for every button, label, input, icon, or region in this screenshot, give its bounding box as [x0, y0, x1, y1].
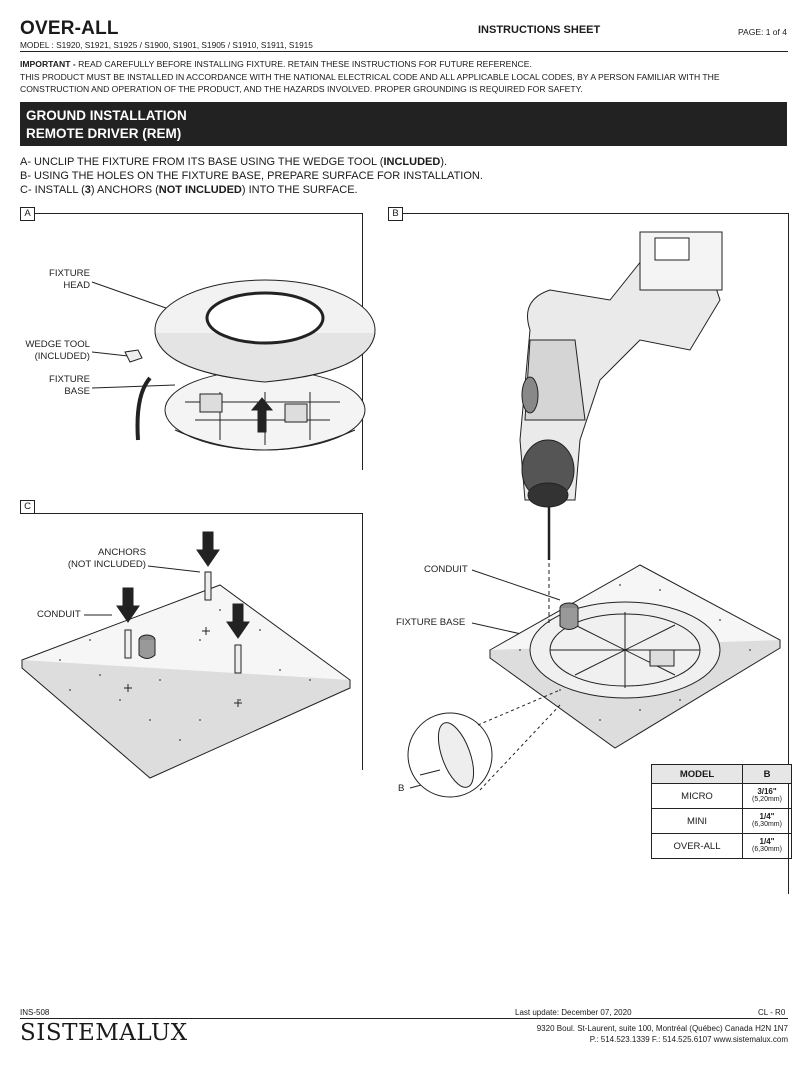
revision: CL - R0: [758, 1008, 786, 1017]
brand-logo: SISTEMALUX: [20, 1020, 188, 1046]
model-line: MODEL : S1920, S1921, S1925 / S1900, S19…: [20, 40, 313, 50]
banner-line-1: GROUND INSTALLATION: [26, 108, 187, 123]
step-a: A- UNCLIP THE FIXTURE FROM ITS BASE USIN…: [20, 156, 448, 168]
label-fixture-base-b: FIXTURE BASE: [396, 617, 466, 628]
table-row: OVER-ALL 1/4"(6,30mm): [651, 833, 792, 859]
label-wedge-tool: WEDGE TOOL(INCLUDED): [25, 339, 90, 362]
spec-cell-value: 3/16"(5,20mm): [742, 783, 792, 809]
label-conduit-c: CONDUIT: [37, 609, 81, 620]
panel-a-letter: A: [20, 207, 35, 221]
spec-cell-model: MINI: [651, 808, 743, 834]
header-rule: [20, 51, 788, 52]
table-row: MINI 1/4"(6,30mm): [651, 808, 792, 834]
panel-b-frame: [388, 213, 789, 894]
document-title: OVER-ALL: [20, 18, 119, 39]
panel-c-letter: C: [20, 500, 35, 514]
sheet-label: INSTRUCTIONS SHEET: [478, 24, 601, 36]
important-line-2: THIS PRODUCT MUST BE INSTALLED IN ACCORD…: [20, 71, 720, 82]
page-number: PAGE: 1 of 4: [738, 27, 787, 37]
spec-cell-value: 1/4"(6,30mm): [742, 833, 792, 859]
important-notice: IMPORTANT - READ CAREFULLY BEFORE INSTAL…: [20, 58, 795, 96]
last-update: Last update: December 07, 2020: [515, 1008, 632, 1017]
panel-c-frame: [20, 513, 363, 770]
spec-header-model: MODEL: [651, 764, 743, 784]
address-line: 9320 Boul. St-Laurent, suite 100, Montré…: [536, 1024, 788, 1033]
spec-header-b: B: [742, 764, 792, 784]
spec-cell-model: MICRO: [651, 783, 743, 809]
table-row: MICRO 3/16"(5,20mm): [651, 783, 792, 809]
step-b: B- USING THE HOLES ON THE FIXTURE BASE, …: [20, 169, 483, 182]
label-b-marker: B: [398, 783, 405, 794]
step-c: C- INSTALL (3) ANCHORS (NOT INCLUDED) IN…: [20, 183, 358, 196]
important-lead: IMPORTANT -: [20, 59, 76, 69]
spec-cell-value: 1/4"(6,30mm): [742, 808, 792, 834]
spec-cell-model: OVER-ALL: [651, 833, 743, 859]
contact-line: P.: 514.523.1339 F.: 514.525.6107 www.si…: [589, 1035, 788, 1044]
instruction-steps: A- UNCLIP THE FIXTURE FROM ITS BASE USIN…: [20, 156, 483, 197]
important-line-1: READ CAREFULLY BEFORE INSTALLING FIXTURE…: [75, 59, 532, 69]
spec-table: MODEL B MICRO 3/16"(5,20mm) MINI 1/4"(6,…: [651, 764, 792, 859]
panel-b-letter: B: [388, 207, 403, 221]
label-conduit-b: CONDUIT: [424, 564, 468, 575]
doc-id: INS-508: [20, 1008, 50, 1017]
label-anchors: ANCHORS(NOT INCLUDED): [67, 547, 146, 570]
important-line-3: CONSTRUCTION AND OPERATION OF THE PRODUC…: [20, 84, 583, 94]
company-address: 9320 Boul. St-Laurent, suite 100, Montré…: [420, 1023, 788, 1045]
banner-line-2: REMOTE DRIVER (REM): [26, 125, 182, 141]
spec-table-header: MODEL B: [651, 764, 792, 784]
section-banner: GROUND INSTALLATION REMOTE DRIVER (REM): [20, 102, 787, 146]
footer-rule: [20, 1018, 788, 1019]
